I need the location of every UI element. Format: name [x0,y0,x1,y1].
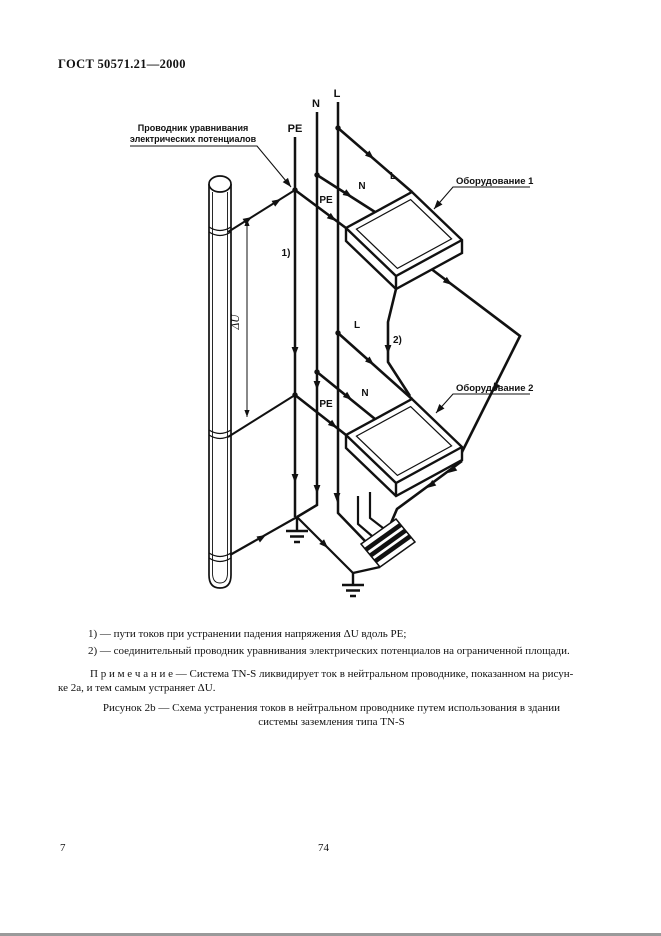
note-line-1: П р и м е ч а н и е — Система TN-S ликви… [90,668,574,680]
scan-edge [0,933,661,936]
equipment2-box [344,397,464,498]
sheet-number: 74 [318,842,329,854]
junction-dots [292,125,341,398]
figure-caption-line2: системы заземления типа TN-S [258,716,405,728]
pe-label-top: PE [288,123,303,135]
equipment1-box [344,190,464,291]
branch-wires [294,127,522,524]
footnote-2: 2) — соединительный проводник уравнивани… [88,645,570,657]
bonding-conductors [227,189,296,438]
earth-symbol-2 [342,573,364,598]
riser-conductors [293,102,366,542]
page-number: 7 [60,842,66,854]
bottom-earthing [229,492,384,575]
l-label-branch1: L [390,171,396,182]
earth-electrode-block [359,517,417,569]
l-label-top: L [334,88,341,100]
equipment2-label: Оборудование 2 [456,383,533,394]
equipotential-label-line2: электрических потенциалов [130,134,257,144]
earth-symbol-1 [286,517,308,544]
water-pipe [208,175,232,589]
pe-label-branch2: PE [319,399,333,410]
document-header: ГОСТ 50571.21—2000 [58,57,186,71]
pe-label-branch1: PE [319,195,333,206]
ref2-label: 2) [393,335,402,346]
delta-u-label: ΔU [230,314,242,331]
tn-s-system-diagram: ΔU [130,88,534,598]
footnote-1: 1) — пути токов при устранении падения н… [88,628,407,640]
equipotential-label-line1: Проводник уравнивания [138,123,248,133]
figure-caption-line1: Рисунок 2b — Схема устранения токов в не… [102,702,561,714]
l-label-branch2: L [354,320,360,331]
ref1-label: 1) [282,248,291,259]
equipment1-label: Оборудование 1 [456,176,534,187]
n-label-top: N [312,98,320,110]
n-label-branch1: N [358,181,365,192]
n-label-branch2: N [361,388,368,399]
note-line-2: ке 2а, и тем самым устраняет ΔU. [58,682,216,694]
delta-u-dimension: ΔU [230,219,250,417]
